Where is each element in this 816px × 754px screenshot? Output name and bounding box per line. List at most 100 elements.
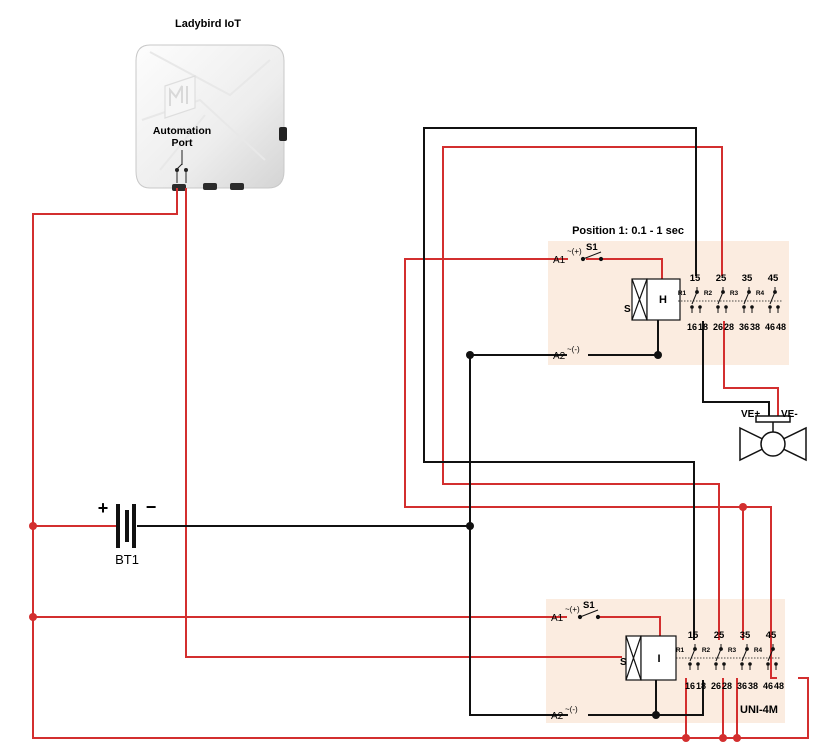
- relay-bottom-contact-switch: [766, 644, 778, 670]
- automation-port-label-1: Automation: [153, 125, 211, 137]
- relay-top-pin-38: 38: [750, 322, 760, 332]
- relay-top-switch: [580, 251, 604, 262]
- junction-dot: [739, 503, 747, 511]
- junction-dot: [29, 522, 37, 530]
- relay-top-contact-R3: R3: [730, 290, 739, 297]
- relay-bottom-pin-28: 28: [722, 681, 732, 691]
- junction-dot: [654, 351, 662, 359]
- relay-top-contact-switch: [690, 287, 702, 313]
- relay-bottom-pin-18: 18: [696, 681, 706, 691]
- junction-dots: [29, 351, 747, 742]
- junction-dot: [466, 351, 474, 359]
- relay-top-a1-label: A1: [553, 255, 566, 266]
- relay-bottom-model: UNI-4M: [740, 704, 778, 716]
- battery-bt1: + − BT1: [98, 497, 157, 567]
- relay-top-pin-36: 36: [739, 322, 749, 332]
- relay-top-pin-15: 15: [690, 273, 701, 284]
- relay-bottom-coil-s: S: [620, 657, 627, 668]
- relay-bottom-contact-switch: [714, 644, 726, 670]
- relay-top-coil-s: S: [624, 304, 631, 315]
- relay-top-contact-R4: R4: [756, 290, 765, 297]
- relay-bottom-coil-letter: I: [657, 653, 660, 665]
- relay-bottom-a1-sign: ~(+): [565, 605, 580, 614]
- relay-bottom-pin-48: 48: [774, 681, 784, 691]
- wire-bottom-r2-to-top-r2: [442, 146, 723, 640]
- black-wires: [137, 127, 770, 716]
- relay-bottom-pin-35: 35: [740, 630, 751, 641]
- relay-top-pin-45: 45: [768, 273, 779, 284]
- relay-top-contact-R2: R2: [704, 290, 713, 297]
- relay-top-pin-18: 18: [698, 322, 708, 332]
- relay-bottom-pin-26: 26: [711, 681, 721, 691]
- battery-plus-sign: +: [98, 498, 109, 518]
- relay-bottom-pin-38: 38: [748, 681, 758, 691]
- wire-a2-bus: [469, 354, 568, 716]
- relay-bottom-a2-label: A2: [551, 711, 564, 722]
- relay-top-contact-R1: R1: [678, 290, 687, 297]
- device-logo: [164, 75, 196, 119]
- device-title: Ladybird IoT: [175, 18, 241, 30]
- wire-bottom-r3-loop: [736, 507, 744, 738]
- relay-bottom-switch-label: S1: [583, 600, 595, 611]
- relay-top-pin-26: 26: [713, 322, 723, 332]
- relay-bottom-pin-46: 46: [763, 681, 773, 691]
- wire-top-28-to-valve: [723, 321, 779, 416]
- cable-glands: [172, 183, 244, 191]
- relay-top-pin-48: 48: [776, 322, 786, 332]
- relay-bottom-contact-switch: [740, 644, 752, 670]
- relay-bottom-pin-16: 16: [685, 681, 695, 691]
- wire-top-a1-to-bottom-r4: [404, 258, 777, 679]
- relay-top-pin-16: 16: [687, 322, 697, 332]
- relay-top-pin-35: 35: [742, 273, 753, 284]
- automation-port-label-2: Port: [172, 137, 194, 149]
- ladybird-iot-device: Ladybird IoT Automation Port: [135, 18, 287, 191]
- side-connector: [279, 127, 287, 141]
- relay-top-pin-25: 25: [716, 273, 727, 284]
- relay-bottom-pin-36: 36: [737, 681, 747, 691]
- wire-bottom-a1-switch: [599, 616, 661, 636]
- relay-bottom-switch: [577, 609, 601, 620]
- relay-top: Position 1: 0.1 - 1 sec A1 ~(+) A2 ~(-) …: [553, 225, 786, 362]
- relay-top-a1-sign: ~(+): [567, 247, 582, 256]
- junction-dot: [733, 734, 741, 742]
- relay-top-a2-label: A2: [553, 351, 566, 362]
- red-wires: [32, 146, 809, 739]
- relay-top-a2-sign: ~(-): [567, 345, 580, 354]
- battery-label: BT1: [115, 552, 139, 567]
- junction-dot: [466, 522, 474, 530]
- relay-top-contact-switch: [716, 287, 728, 313]
- wire-port-to-coil-s: [185, 188, 622, 658]
- relay-bottom-contact-switch: [688, 644, 700, 670]
- relay-bottom-coil: [625, 635, 677, 681]
- relay-top-contact-switch: [742, 287, 754, 313]
- junction-dot: [29, 613, 37, 621]
- junction-dot: [652, 711, 660, 719]
- valve-plus-label: VE+: [741, 409, 760, 420]
- wire-a1-top-switch: [586, 258, 663, 279]
- junction-dot: [719, 734, 727, 742]
- relay-bottom-contact-R2: R2: [702, 647, 711, 654]
- wire-bottom-a2-to-coil: [588, 680, 704, 716]
- relay-bottom-a2-sign: ~(-): [565, 705, 578, 714]
- relay-top-switch-label: S1: [586, 242, 598, 253]
- wire-top-15-bus: [423, 127, 697, 640]
- junction-dot: [682, 734, 690, 742]
- relay-bottom-pin-25: 25: [714, 630, 725, 641]
- relay-bottom-pin-15: 15: [688, 630, 699, 641]
- relay-top-pin-46: 46: [765, 322, 775, 332]
- valve-minus-label: VE-: [781, 409, 798, 420]
- automation-port-switch: [175, 150, 188, 183]
- wire-top-18-to-valve: [702, 321, 770, 416]
- relay-top-coil-letter: H: [659, 294, 667, 306]
- relay-bottom-a1-label: A1: [551, 613, 564, 624]
- valve: [739, 415, 807, 462]
- relay-top-coil: [631, 278, 681, 321]
- relay-top-contact-switch: [768, 287, 780, 313]
- relay-bottom-contact-R3: R3: [728, 647, 737, 654]
- relay-bottom-contact-R4: R4: [754, 647, 763, 654]
- relay-top-caption: Position 1: 0.1 - 1 sec: [572, 225, 684, 237]
